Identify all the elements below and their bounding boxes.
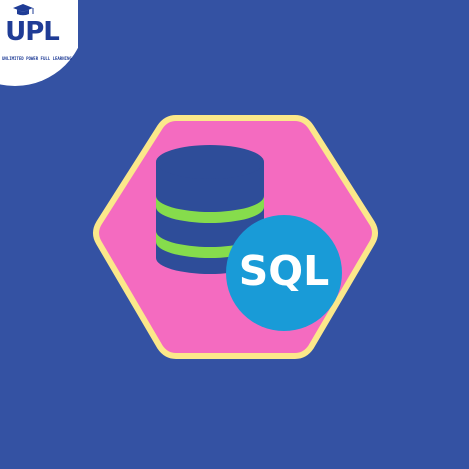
logo-text: UPL xyxy=(5,17,60,47)
upl-logo: UPL UNLIMITED POWER FULL LEARNING xyxy=(0,0,78,88)
sql-badge-circle xyxy=(226,215,342,331)
sql-label: SQL xyxy=(238,247,330,295)
upl-logo-icon xyxy=(0,0,78,86)
logo-tagline: UNLIMITED POWER FULL LEARNING xyxy=(2,56,72,61)
